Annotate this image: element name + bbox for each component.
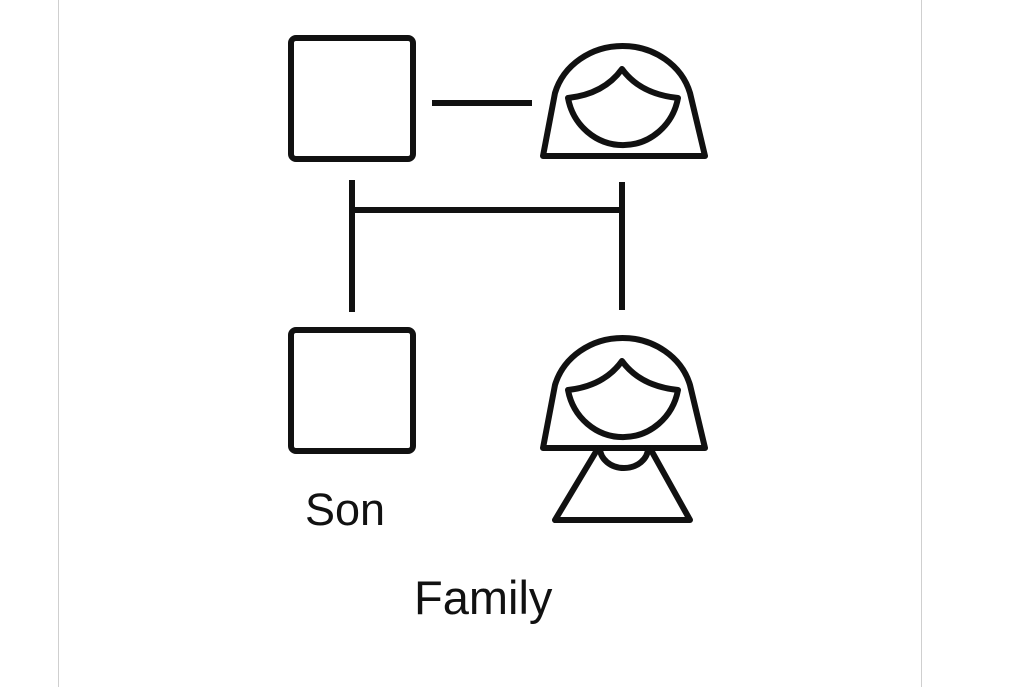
diagram-title: Family bbox=[414, 571, 553, 624]
son-square-node bbox=[288, 327, 416, 454]
son-label: Son bbox=[305, 484, 386, 535]
father-square-node bbox=[288, 35, 416, 162]
mother-female-icon bbox=[540, 43, 708, 159]
left-border bbox=[58, 0, 59, 687]
daughter-female-icon bbox=[540, 335, 708, 523]
right-border bbox=[921, 0, 922, 687]
